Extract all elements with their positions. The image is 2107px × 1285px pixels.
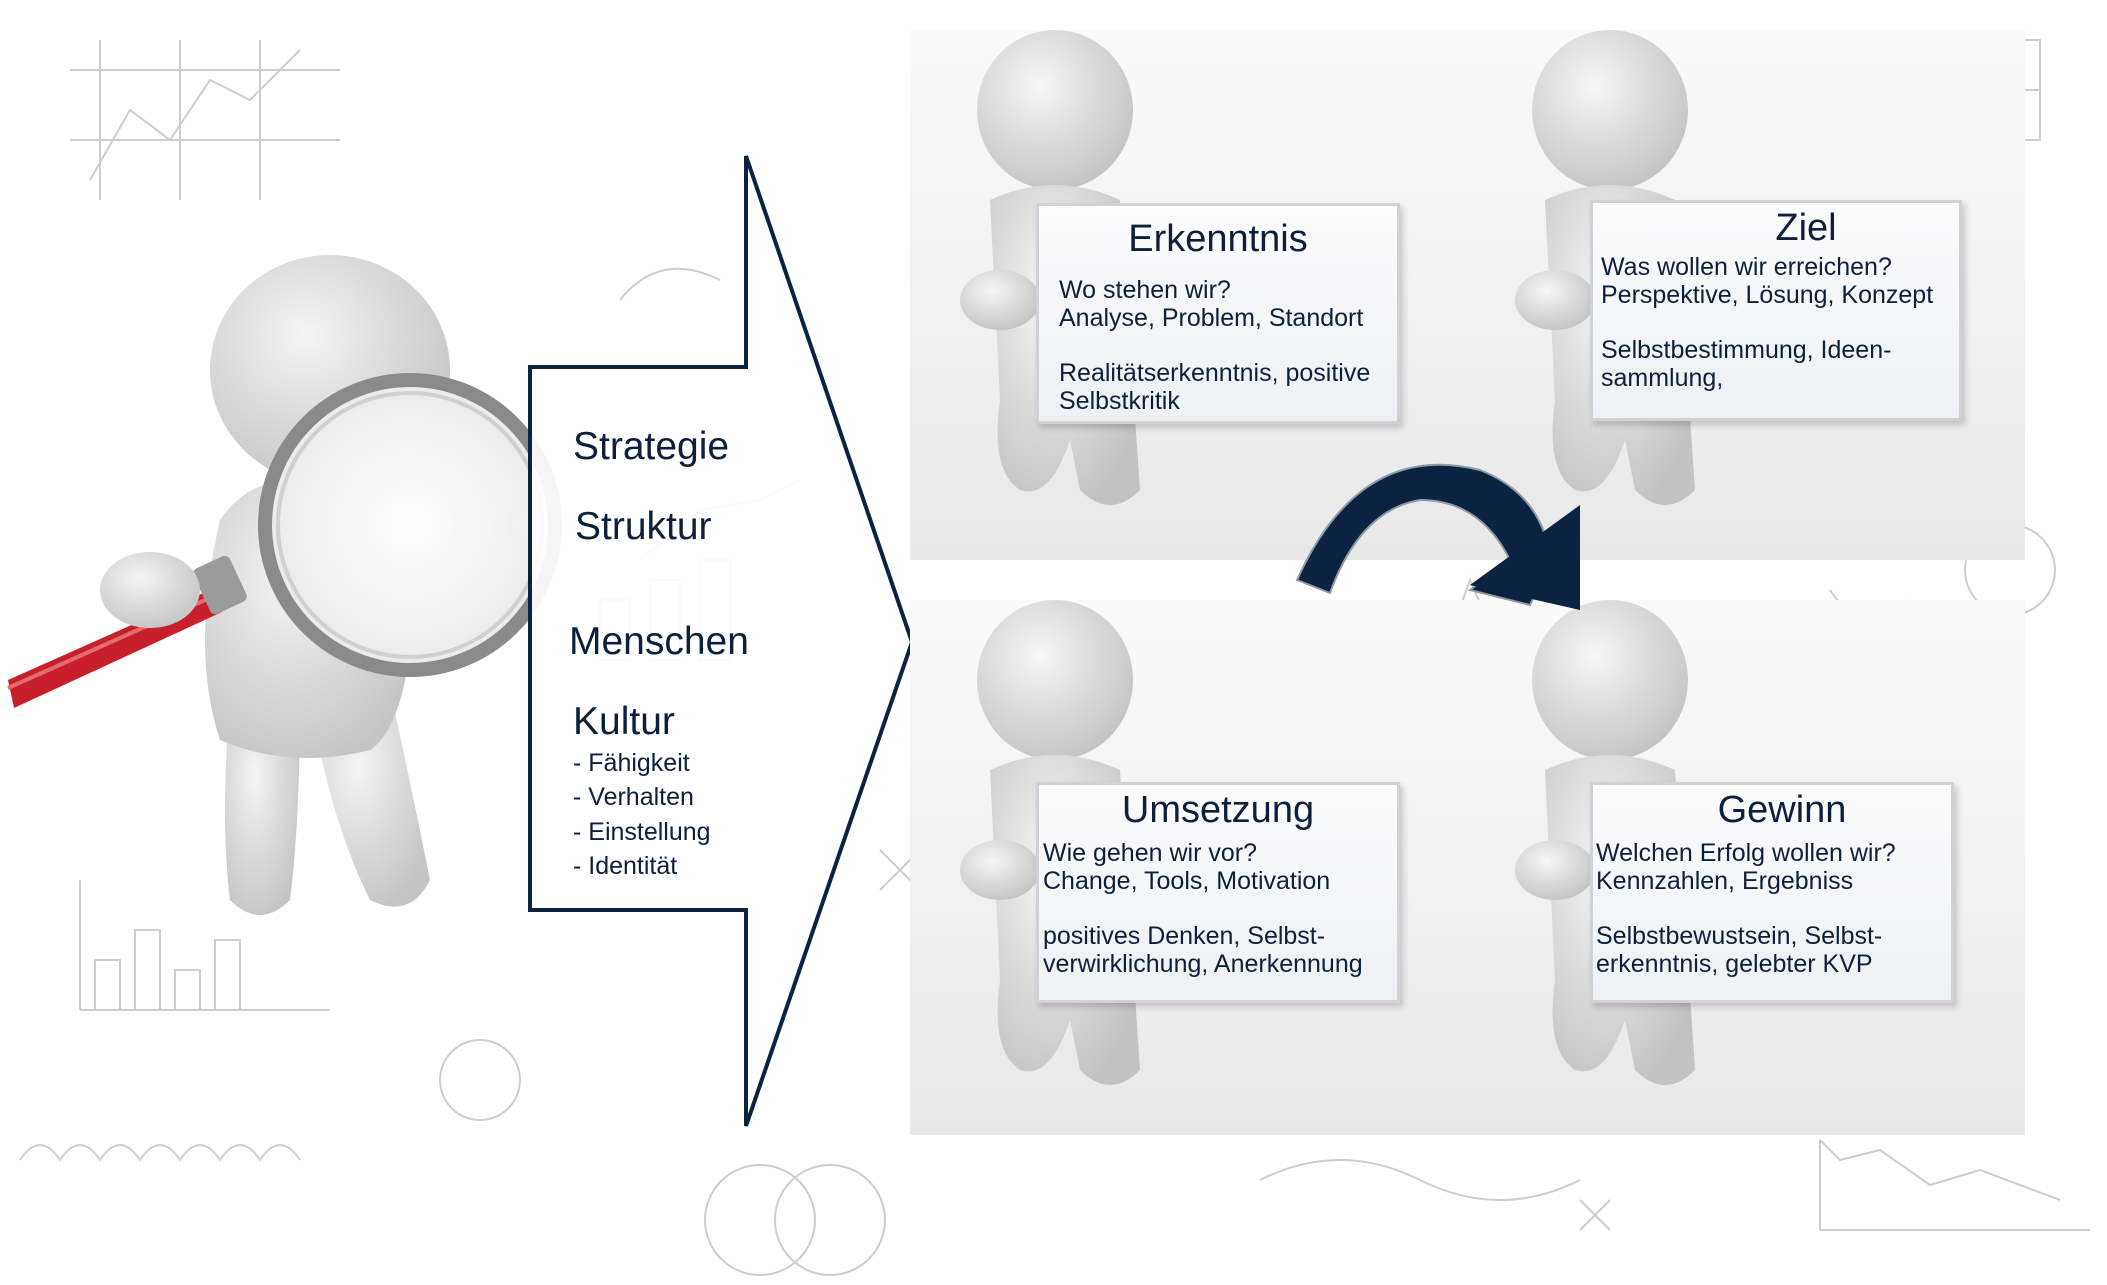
card-line: Perspektive, Lösung, Konzept: [1601, 281, 1934, 309]
card-gewinn: Gewinn Welchen Erfolg wollen wir? Kennza…: [1590, 782, 1954, 1003]
card-line: Wo stehen wir?: [1059, 276, 1231, 304]
card-title: Gewinn: [1717, 789, 1847, 831]
card-erkenntnis: Erkenntnis Wo stehen wir? Analyse, Probl…: [1036, 203, 1400, 424]
card-line: Welchen Erfolg wollen wir?: [1596, 839, 1896, 867]
sub-identitaet: - Identität: [573, 852, 678, 880]
card-line: Was wollen wir erreichen?: [1601, 253, 1892, 281]
item-kultur: Kultur: [573, 700, 675, 743]
sub-einstellung: - Einstellung: [573, 818, 711, 846]
card-line: erkenntnis, gelebter KVP: [1596, 950, 1873, 978]
card-line: Change, Tools, Motivation: [1043, 867, 1331, 895]
item-strategie: Strategie: [573, 425, 730, 468]
card-line: Analyse, Problem, Standort: [1059, 304, 1364, 332]
card-line: Selbstbewustsein, Selbst-: [1596, 922, 1883, 950]
item-menschen: Menschen: [569, 620, 749, 663]
card-line: Kennzahlen, Ergebniss: [1596, 867, 1854, 895]
sub-faehigkeit: - Fähigkeit: [573, 749, 690, 777]
card-line: sammlung,: [1601, 364, 1724, 392]
card-title: Umsetzung: [1121, 789, 1315, 831]
card-line: Wie gehen wir vor?: [1043, 839, 1257, 867]
card-line: positives Denken, Selbst-: [1043, 922, 1326, 950]
item-struktur: Struktur: [575, 505, 712, 548]
card-line: Realitätserkenntnis, positive: [1059, 359, 1371, 387]
card-line: Selbstkritik: [1059, 387, 1180, 415]
card-line: Selbstbestimmung, Ideen-: [1601, 336, 1892, 364]
card-line: verwirklichung, Anerkennung: [1043, 950, 1363, 978]
sub-verhalten: - Verhalten: [573, 783, 694, 811]
card-ziel: Ziel Was wollen wir erreichen? Perspekti…: [1590, 200, 1962, 421]
card-title: Erkenntnis: [1128, 218, 1308, 260]
card-umsetzung: Umsetzung Wie gehen wir vor? Change, Too…: [1036, 782, 1400, 1003]
card-title: Ziel: [1775, 207, 1837, 249]
